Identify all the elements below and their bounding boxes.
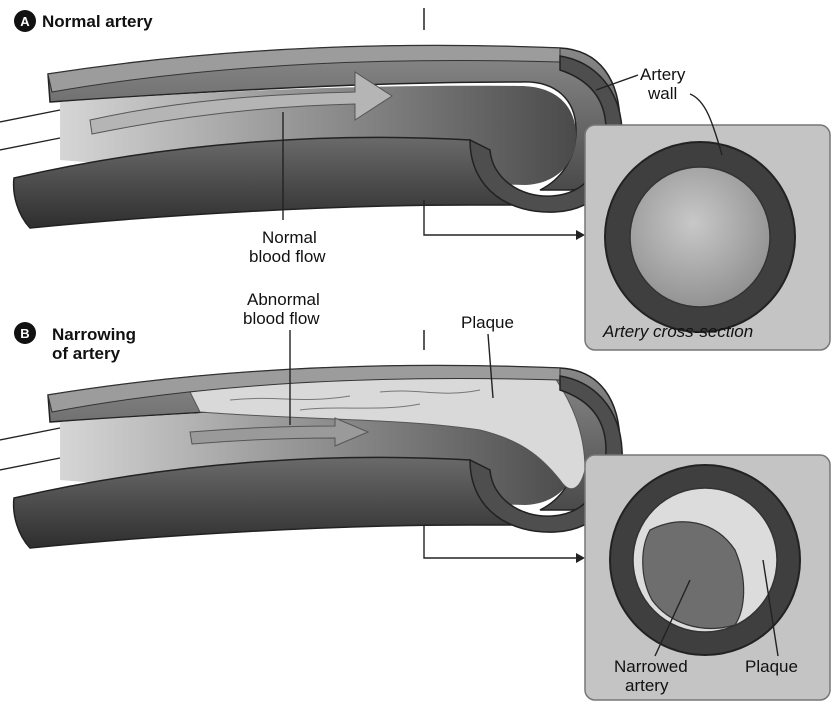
normal-flow-label-line2: blood flow	[249, 247, 326, 266]
artery-a-outline-bottom	[0, 138, 60, 150]
panel-a-title: Normal artery	[42, 12, 153, 31]
panel-b-title-line2: of artery	[52, 344, 121, 363]
normal-flow-label-line1: Normal	[262, 228, 317, 247]
abnormal-flow-label-line1: Abnormal	[247, 290, 320, 309]
badge-a-letter: A	[20, 14, 30, 29]
plaque-label: Plaque	[461, 313, 514, 332]
narrowed-artery-label-line2: artery	[625, 676, 669, 695]
badge-b-letter: B	[20, 326, 29, 341]
plaque-cross-label: Plaque	[745, 657, 798, 676]
artery-b-outline-top	[0, 428, 60, 440]
artery-a-outline-top	[0, 110, 60, 122]
connector-a-arrowhead	[576, 230, 585, 240]
artery-wall-label-line1: Artery	[640, 65, 686, 84]
artery-b-outline-bottom	[0, 458, 60, 470]
panel-a: Artery cross-section A Normal artery Art…	[0, 8, 830, 350]
artery-wall-label-line2: wall	[647, 84, 677, 103]
panel-b-title-line1: Narrowing	[52, 325, 136, 344]
cross-section-a-lumen	[630, 167, 770, 307]
narrowed-artery-label-line1: Narrowed	[614, 657, 688, 676]
panel-b: B Narrowing of artery Abnormal blood flo…	[0, 290, 830, 700]
cross-section-caption: Artery cross-section	[602, 322, 753, 341]
connector-b-arrowhead	[576, 553, 585, 563]
abnormal-flow-label-line2: blood flow	[243, 309, 320, 328]
